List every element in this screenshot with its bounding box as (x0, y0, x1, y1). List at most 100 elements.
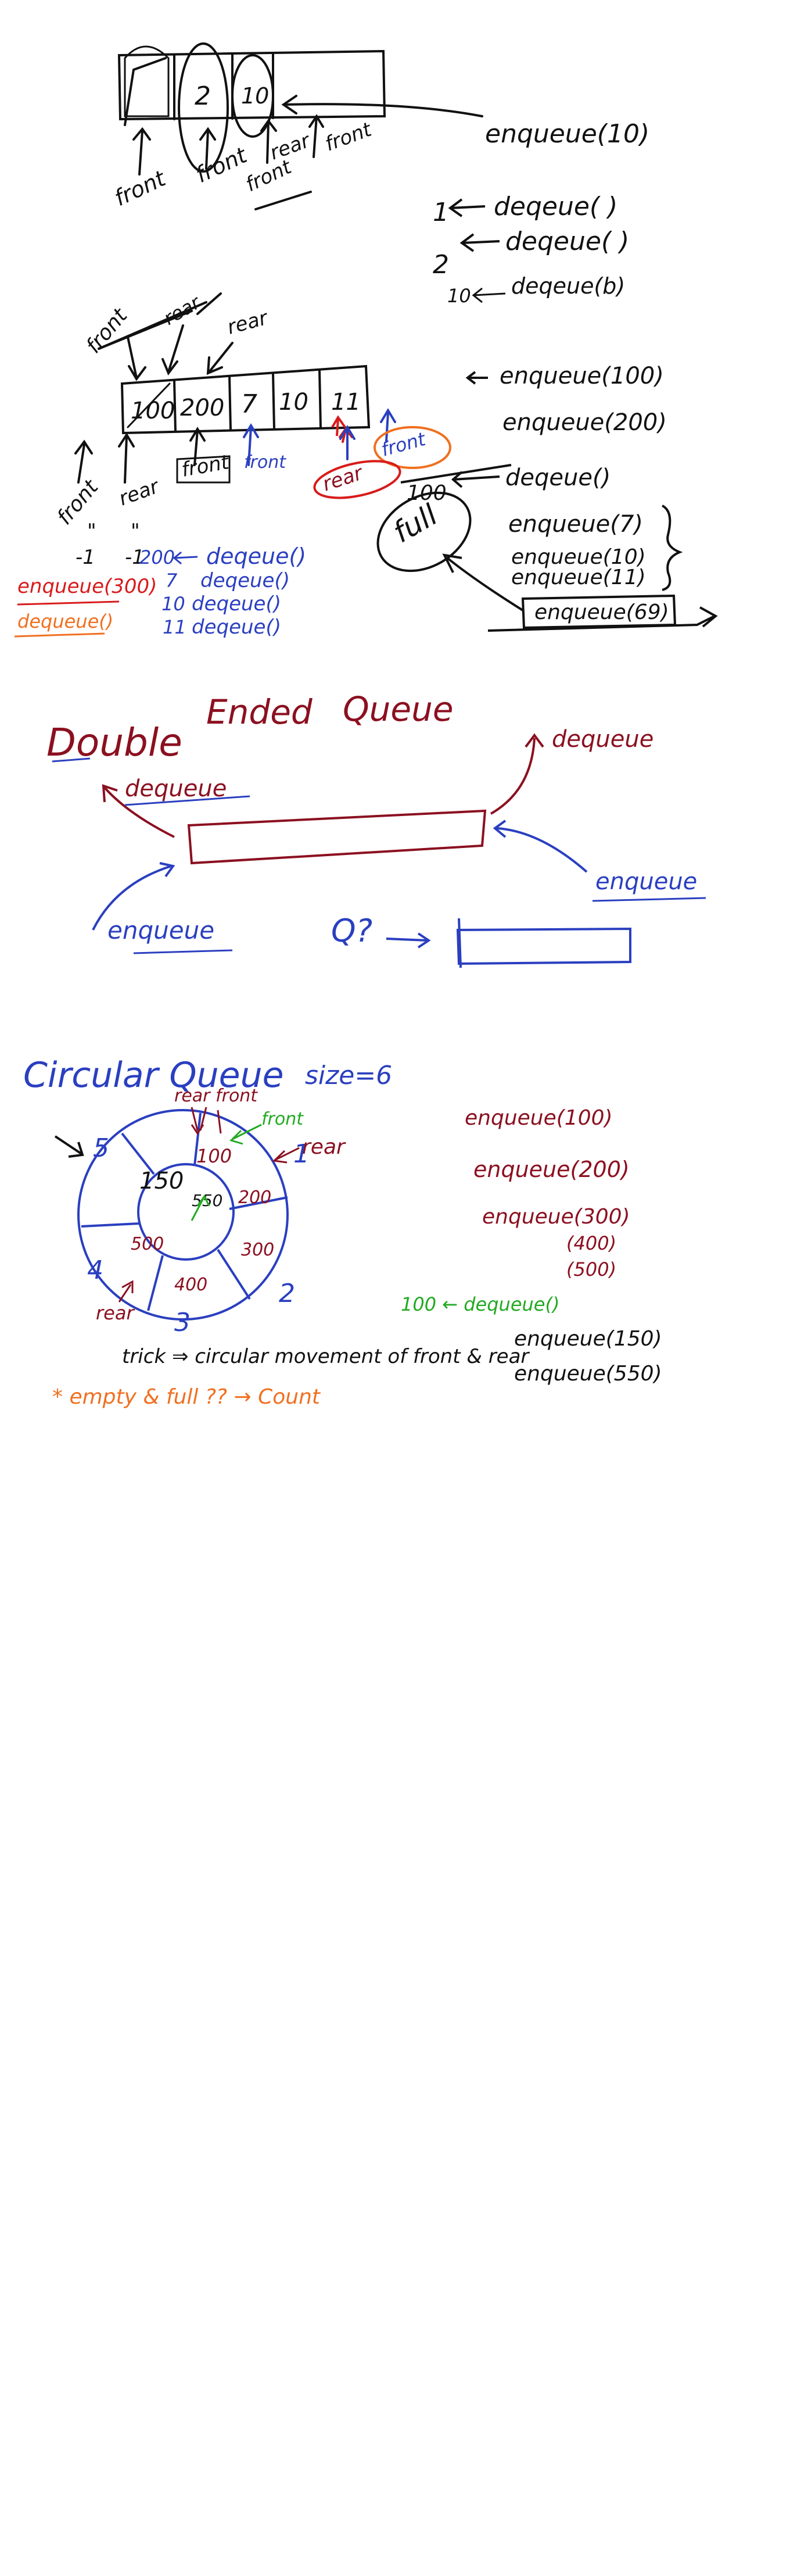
front-label: front (81, 303, 132, 358)
blue-up-arrow (380, 408, 396, 443)
pointer-arrow (54, 1135, 84, 1158)
enqueue-left-label: enqueue (107, 916, 214, 944)
cell-divider (272, 372, 275, 430)
slot-divider (147, 1255, 164, 1311)
result-value: 2 (433, 250, 449, 280)
up-arrow (118, 432, 135, 484)
dequeue-right-arrow (490, 733, 544, 815)
underline (400, 464, 512, 484)
rear-label: rear (267, 128, 314, 164)
enqueue-left-arrow (92, 862, 175, 931)
left-arrow (472, 287, 506, 303)
slot-divider (229, 1196, 288, 1210)
result-value-blue: 10 (161, 593, 185, 615)
rear-struck-label: rear (160, 291, 204, 330)
index-label: 3 (174, 1308, 191, 1337)
rear-down-arrow (206, 342, 234, 375)
index-label: 4 (87, 1255, 103, 1285)
rear-label: rear (96, 1302, 135, 1324)
cell-value: 11 (331, 389, 361, 416)
operation-text: enqueue(7) (508, 511, 643, 538)
result-value-blue: 200 (139, 546, 175, 568)
empty-full-note: * empty & full ?? → Count (52, 1385, 321, 1409)
front-arrow (199, 127, 216, 170)
orange-circle (374, 426, 451, 469)
underline (254, 191, 312, 210)
section-title-word: Double (46, 720, 182, 765)
cell-value: 10 (279, 389, 308, 416)
operation-text: deqeue() (505, 464, 611, 491)
cell-value: 2 (195, 81, 211, 111)
front-box (176, 455, 231, 484)
index-label: 5 (93, 1133, 109, 1163)
front-label: front (180, 450, 232, 482)
q-box (456, 918, 631, 968)
deque-box (187, 809, 487, 865)
trick-note: trick ⇒ circular movement of front & rea… (122, 1345, 530, 1368)
red-circle (313, 460, 401, 499)
index-label: 1 (293, 1139, 310, 1169)
result-value-blue: 7 (166, 570, 178, 592)
ditto-mark: " (87, 520, 96, 543)
green-arrow (191, 1194, 210, 1221)
result-value-blue: 11 (163, 616, 186, 638)
operation-text-red: enqueue(300) (17, 575, 157, 598)
front-arrow (308, 114, 324, 158)
array-box (120, 364, 371, 435)
enqueue-right-arrow (493, 820, 588, 873)
slot-value: 100 (196, 1145, 232, 1167)
slot-value: 400 (174, 1275, 207, 1295)
up-arrow (189, 427, 206, 466)
underline (98, 310, 193, 350)
index-label: 2 (279, 1279, 295, 1308)
slot-value: 200 (238, 1187, 271, 1208)
q-label: Q? (331, 913, 372, 949)
rear-label: rear (116, 474, 163, 510)
operation-text-blue: deqeue() (192, 592, 281, 616)
underline (133, 949, 233, 954)
front-label-blue: front (244, 452, 286, 473)
slot-divider (193, 1112, 202, 1166)
operation-text: enqueue(11) (511, 566, 646, 589)
rear-arrow (118, 1280, 134, 1303)
operation-text-green: 100 ← dequeue() (401, 1293, 559, 1315)
slot-value: 300 (241, 1240, 274, 1260)
underline-orange (14, 632, 105, 638)
operation-text: enqueue(100) (500, 363, 664, 389)
rear-down-arrow (161, 324, 184, 375)
up-arrow (74, 439, 93, 484)
circular-ring (77, 1109, 289, 1321)
front-down-arrow (127, 336, 146, 381)
operation-text: enqueue(150) (514, 1327, 662, 1351)
rear-front-arrows (191, 1107, 222, 1135)
left-arrow-blue (173, 551, 198, 565)
title-underline (52, 757, 91, 763)
cell-divider (318, 369, 322, 430)
rear-label: rear (302, 1135, 346, 1159)
operation-text-blue: deqeue() (192, 616, 281, 639)
operation-text: enqueue(100) (465, 1106, 613, 1130)
operation-text: enqueue(10) (485, 119, 649, 149)
enqueue-arrow (281, 95, 483, 117)
section-simple-queue (117, 42, 483, 210)
rear-label-red: rear (319, 461, 367, 496)
dequeue-right-label: dequeue (552, 726, 653, 753)
operation-text: deqeue( ) (494, 192, 617, 221)
outer-ring (77, 1109, 289, 1321)
section-title-word: Queue (343, 689, 454, 729)
red-arrow (331, 415, 346, 437)
result-value: 1 (433, 198, 449, 227)
slot-divider (81, 1222, 140, 1228)
cell-divider (173, 379, 177, 432)
curly-brace (661, 505, 683, 591)
ditto-mark: " (131, 520, 140, 543)
operation-text: enqueue(300) (482, 1205, 630, 1229)
q-arrow (386, 932, 431, 949)
strike-cell (127, 382, 171, 428)
rear-label: rear (225, 306, 271, 339)
operation-text: enqueue(69) (534, 600, 669, 624)
dequeue-left-label: dequeue (125, 775, 227, 802)
full-pointer (442, 553, 524, 611)
operation-text: deqeue(b) (511, 273, 625, 299)
blue-up-arrow (339, 425, 356, 460)
